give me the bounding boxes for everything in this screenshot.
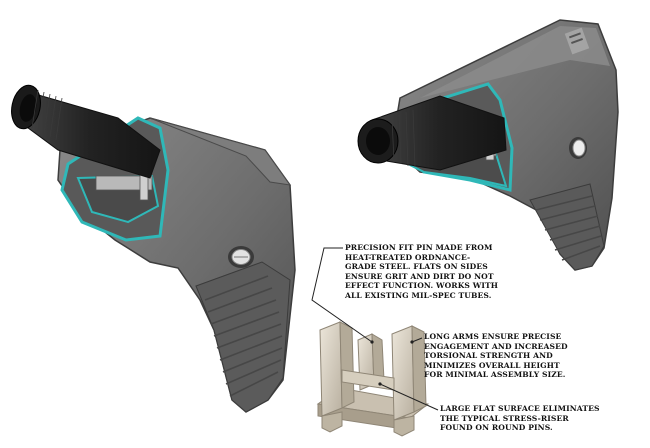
callout-flat-text: LARGE FLAT SURFACE ELIMINATES THE TYPICA… — [440, 404, 600, 433]
right-butt-ribs — [535, 195, 602, 261]
left-lock-button-icon — [228, 246, 254, 268]
lock-pin-part — [316, 321, 430, 437]
leader-arms — [411, 337, 423, 343]
left-stock — [11, 84, 296, 413]
leader-pin — [311, 247, 373, 343]
right-stock — [357, 19, 619, 271]
callout-arms-text: LONG ARMS ENSURE PRECISE ENGAGEMENT AND … — [424, 332, 568, 380]
leader-lines — [311, 247, 439, 411]
left-butt-pad — [195, 261, 291, 413]
right-lock-button-icon — [569, 137, 587, 159]
left-butt-ribs — [204, 275, 283, 397]
leader-flat — [379, 383, 439, 411]
callout-pin-text: PRECISION FIT PIN MADE FROM HEAT-TREATED… — [345, 243, 499, 300]
right-buffer-tube — [357, 95, 507, 171]
right-stock-marking — [564, 27, 590, 55]
right-butt-pad — [529, 183, 605, 271]
left-buffer-tube — [11, 84, 161, 179]
